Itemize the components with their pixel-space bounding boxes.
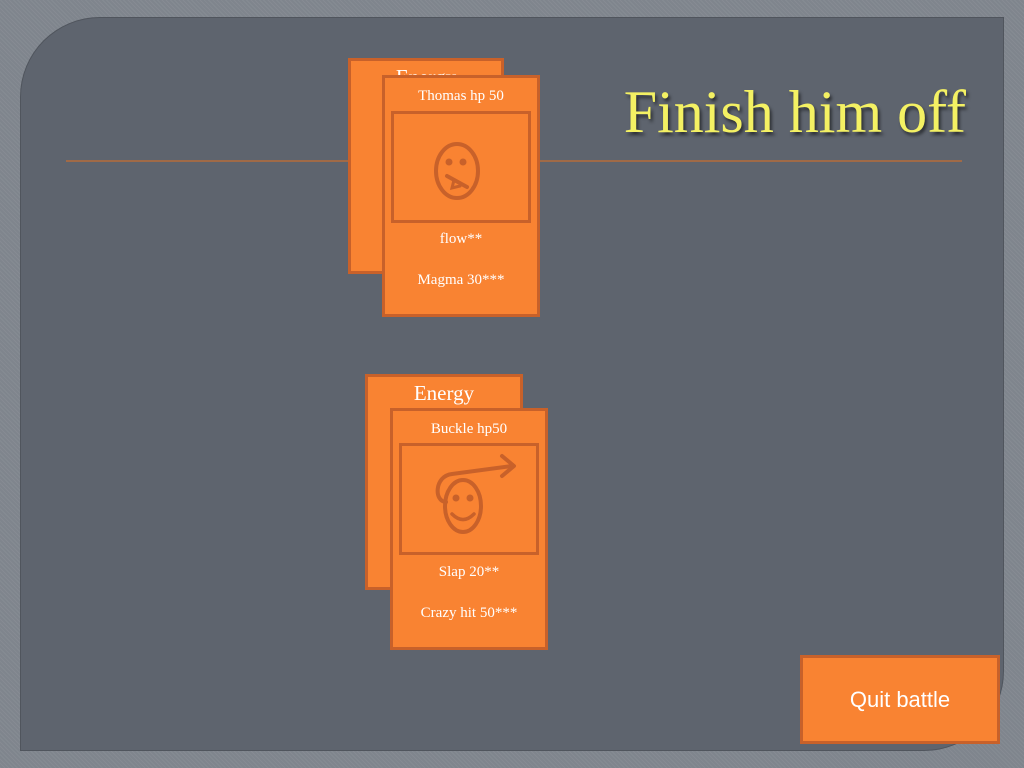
opponent-card[interactable]: Thomas hp 50 flow** Magma 30***: [382, 75, 540, 317]
opponent-attack-2: Magma 30***: [417, 272, 505, 288]
face-with-arrow-icon: [435, 454, 516, 534]
opponent-portrait: [391, 111, 531, 223]
quit-battle-button[interactable]: Quit battle: [800, 655, 1000, 744]
player-card-name: Buckle hp50: [430, 421, 508, 437]
player-energy-label: Energy: [413, 381, 475, 405]
player-card[interactable]: Buckle hp50 Slap 20** Crazy hit 50***: [390, 408, 548, 650]
player-attack-2: Crazy hit 50***: [420, 605, 518, 621]
page-title: Finish him off: [623, 79, 966, 145]
opponent-card-name: Thomas hp 50: [418, 88, 504, 104]
player-attack-1: Slap 20**: [438, 564, 500, 580]
player-portrait: [399, 443, 539, 555]
opponent-attack-1: flow**: [439, 231, 483, 247]
face-with-tongue-icon: [434, 142, 480, 200]
